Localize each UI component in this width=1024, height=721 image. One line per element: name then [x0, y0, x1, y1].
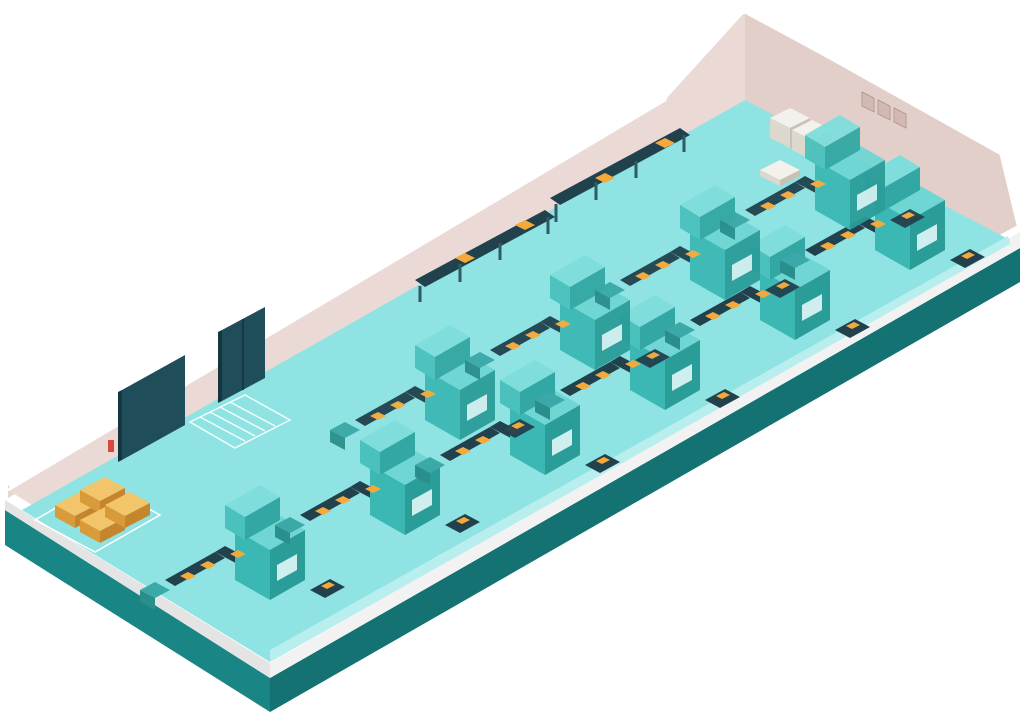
wall-top-edge	[7, 10, 1020, 492]
pallet-storage	[33, 477, 162, 553]
door-left-frame	[118, 390, 122, 462]
fire-extinguisher-icon	[108, 440, 114, 452]
hatch-line	[209, 411, 256, 437]
back-conveyor-2	[550, 128, 690, 222]
back-walls	[7, 10, 1020, 510]
right-back-wall	[745, 12, 1018, 240]
hatch-line	[199, 416, 246, 442]
door-right-frame	[218, 330, 222, 403]
parcel-icon	[595, 173, 615, 183]
pallet-stack	[55, 477, 150, 543]
parcel-icon	[515, 220, 535, 230]
entry-doors	[108, 307, 265, 462]
back-conveyor-1	[415, 210, 555, 302]
hatch-line	[229, 401, 276, 427]
floor-edge-highlight	[270, 236, 1010, 662]
parcel-icon	[655, 138, 675, 148]
wall-vents	[861, 91, 907, 129]
back-conveyors	[415, 128, 690, 302]
vent-icon	[861, 91, 875, 113]
hatch-line	[219, 406, 266, 432]
vent-icon	[877, 99, 891, 121]
hatch-outline	[188, 394, 292, 449]
door-left	[122, 355, 185, 460]
vent-icon	[893, 107, 907, 129]
base-front-dark-right	[270, 248, 1020, 712]
base-front-dark	[5, 510, 270, 712]
parcel-icon	[455, 253, 475, 263]
base-strip-light	[5, 500, 270, 678]
wall-left-long	[8, 12, 745, 510]
floor-marking	[188, 394, 292, 449]
